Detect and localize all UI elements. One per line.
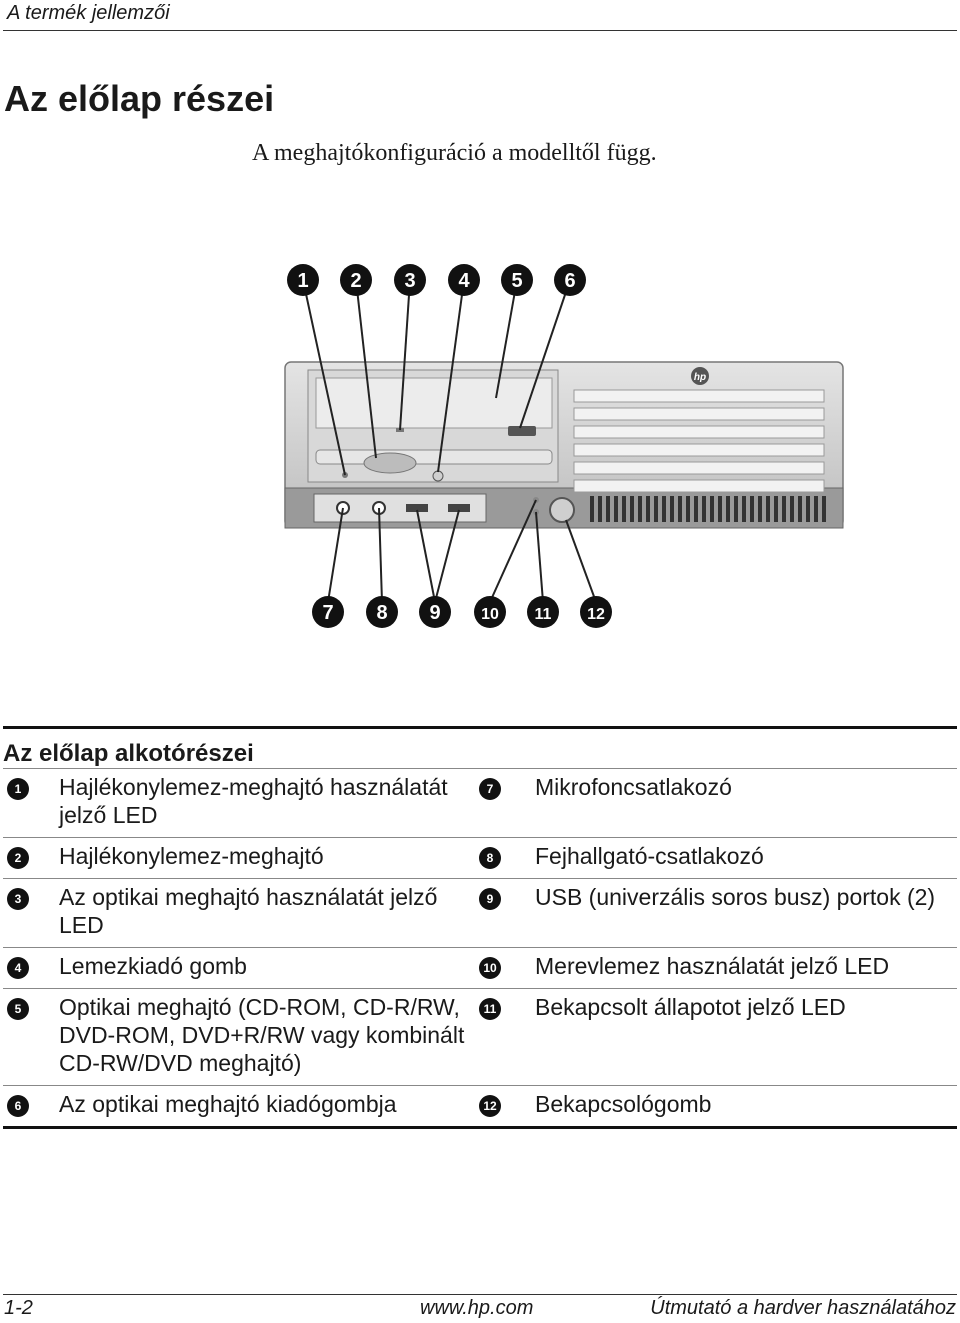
footer-book-title: Útmutató a hardver használatához (650, 1297, 956, 1319)
table-row: 3 Az optikai meghajtó használatát jelző … (3, 878, 957, 948)
item-description: Lemezkiadó gomb (59, 947, 479, 989)
item-number-badge: 1 (7, 777, 29, 800)
callout-10 (474, 596, 506, 628)
callout-10-label: 10 (481, 606, 499, 623)
item-description: Hajlékonylemez-meghajtó használatát jelz… (59, 769, 479, 838)
table-row: 5 Optikai meghajtó (CD-ROM, CD-R/RW, DVD… (3, 988, 957, 1086)
table-row: 1 Hajlékonylemez-meghajtó használatát je… (3, 769, 957, 838)
callout-7-label: 7 (322, 602, 333, 624)
callout-7 (312, 596, 344, 628)
callout-1-label: 1 (297, 270, 308, 292)
item-description: Mikrofoncsatlakozó (535, 769, 957, 838)
item-description: Az optikai meghajtó használatát jelző LE… (59, 878, 479, 948)
callout-12-label: 12 (587, 606, 605, 623)
table-row: 4 Lemezkiadó gomb 10 Merevlemez használa… (3, 947, 957, 989)
table-caption: Az előlap alkotórészei (3, 734, 957, 769)
callout-9-label: 9 (429, 602, 440, 624)
item-number-badge: 11 (479, 997, 501, 1020)
page-header: A termék jellemzői (3, 0, 957, 31)
table-row: 2 Hajlékonylemez-meghajtó 8 Fejhallgató-… (3, 837, 957, 879)
callout-3 (394, 264, 426, 296)
hp-logo-icon (691, 367, 709, 385)
callout-6 (554, 264, 586, 296)
callout-12 (580, 596, 612, 628)
components-table: Az előlap alkotórészei 1 Hajlékonylemez-… (3, 726, 957, 1129)
page-title: Az előlap részei (4, 78, 275, 119)
computer-chassis: hp (284, 361, 844, 529)
callout-2 (340, 264, 372, 296)
front-panel-figure: hp (284, 264, 844, 628)
footer-url: www.hp.com (420, 1297, 534, 1319)
item-description: Az optikai meghajtó kiadógombja (59, 1085, 479, 1129)
table-row: 6 Az optikai meghajtó kiadógombja 12 Bek… (3, 1085, 957, 1129)
subtitle: A meghajtókonfiguráció a modelltől függ. (252, 140, 657, 166)
item-number-badge: 6 (7, 1094, 29, 1117)
item-description: Hajlékonylemez-meghajtó (59, 837, 479, 879)
callout-4 (448, 264, 480, 296)
callout-11 (527, 596, 559, 628)
item-number-badge: 10 (479, 956, 501, 979)
callout-3-label: 3 (404, 270, 415, 292)
callout-1 (287, 264, 319, 296)
table-top-rule (3, 726, 957, 729)
components-table-body: 1 Hajlékonylemez-meghajtó használatát je… (3, 769, 957, 1129)
header-text: A termék jellemzői (7, 2, 170, 24)
callout-6-label: 6 (564, 270, 575, 292)
item-description: Bekapcsolt állapotot jelző LED (535, 988, 957, 1086)
item-number-badge: 3 (7, 887, 29, 910)
item-number-badge: 8 (479, 846, 501, 869)
footer-rule (3, 1294, 957, 1295)
item-description: Optikai meghajtó (CD-ROM, CD-R/RW, DVD-R… (59, 988, 479, 1086)
callout-4-label: 4 (458, 270, 470, 292)
item-description: Merevlemez használatát jelző LED (535, 947, 957, 989)
callout-5 (501, 264, 533, 296)
callout-8-label: 8 (376, 602, 387, 624)
item-description: Bekapcsológomb (535, 1085, 957, 1129)
page-number: 1-2 (4, 1297, 33, 1319)
item-number-badge: 4 (7, 956, 29, 979)
callout-8 (366, 596, 398, 628)
item-description: USB (univerzális soros busz) portok (2) (535, 878, 957, 948)
callout-2-label: 2 (350, 270, 361, 292)
item-number-badge: 7 (479, 777, 501, 800)
logo-text: hp (694, 372, 706, 383)
item-number-badge: 12 (479, 1094, 501, 1117)
callout-11-label: 11 (535, 606, 552, 623)
item-number-badge: 2 (7, 846, 29, 869)
item-description: Fejhallgató-csatlakozó (535, 837, 957, 879)
item-number-badge: 9 (479, 887, 501, 910)
callout-9 (419, 596, 451, 628)
item-number-badge: 5 (7, 997, 29, 1020)
callout-5-label: 5 (511, 270, 522, 292)
